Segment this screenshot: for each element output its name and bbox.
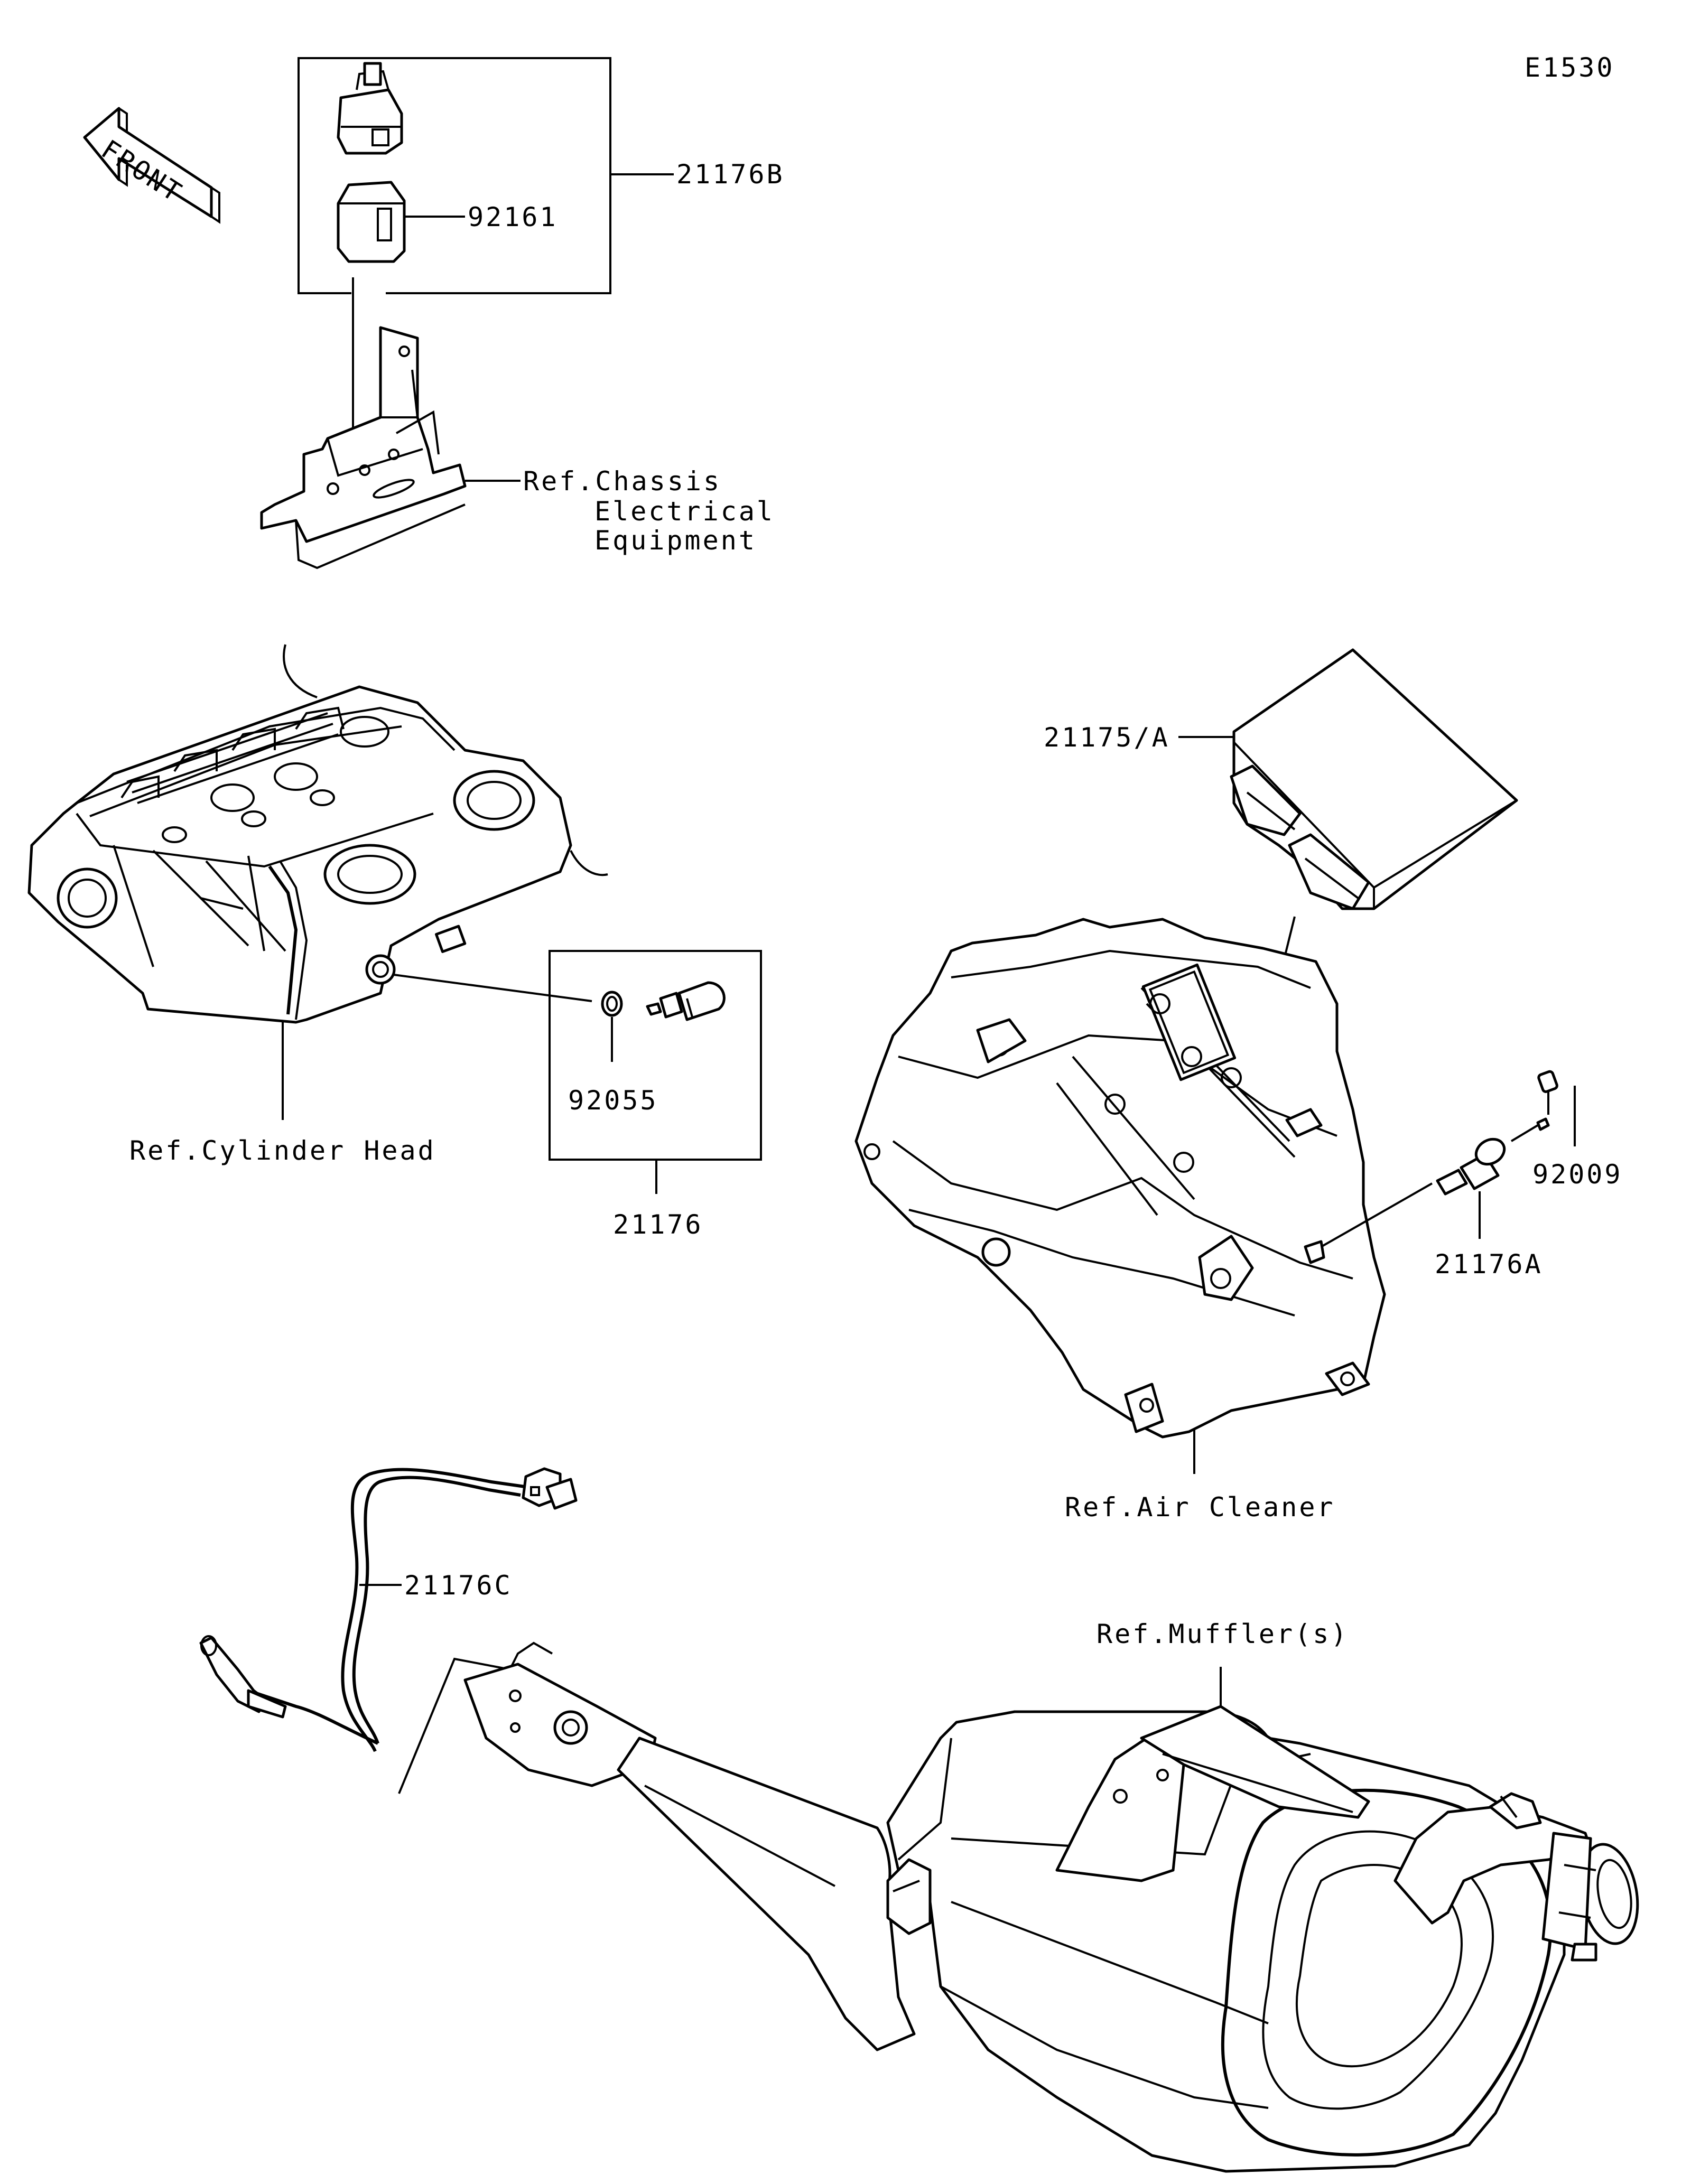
label-21176B: 21176B: [676, 159, 785, 190]
label-92055: 92055: [568, 1085, 658, 1116]
diagram-code: E1530: [1525, 52, 1615, 83]
intake-temp-sensor-part: 21176A: [1321, 1137, 1543, 1280]
label-ref-chassis-3: Equipment: [594, 525, 757, 556]
front-arrow-icon: FRONT: [83, 107, 220, 224]
bolt-92009-part: 92009: [1510, 1070, 1623, 1190]
relay-part: [337, 62, 403, 155]
label-ref-air-cleaner: Ref.Air Cleaner: [1065, 1492, 1335, 1523]
label-21176C: 21176C: [404, 1570, 513, 1601]
label-92161: 92161: [468, 202, 558, 232]
air-cleaner-part: Ref.Air Cleaner: [854, 918, 1386, 1523]
ecu-part: 21175/A: [1044, 648, 1518, 1216]
label-92009: 92009: [1532, 1159, 1623, 1190]
oxygen-sensor-harness-part: 21176C: [199, 1467, 578, 1752]
label-21176: 21176: [613, 1209, 703, 1240]
relay-kit-box: 21176B: [298, 57, 785, 294]
label-21175A: 21175/A: [1044, 722, 1170, 753]
cylinder-head-part: Ref.Cylinder Head: [27, 644, 608, 1166]
label-ref-cylinder-head: Ref.Cylinder Head: [129, 1135, 436, 1166]
label-ref-chassis-2: Electrical: [594, 496, 775, 527]
washer-92055-part: [601, 991, 623, 1017]
label-ref-mufflers: Ref.Muffler(s): [1097, 1619, 1349, 1649]
relay-bracket-part: Ref.Chassis Electrical Equipment: [260, 326, 775, 570]
cam-journals: [120, 706, 389, 843]
label-ref-chassis-1: Ref.Chassis: [523, 466, 721, 497]
sensor-kit-box: 92055 21176: [549, 950, 762, 1240]
temp-sensor-part: [646, 981, 726, 1021]
connector-92161-part: 92161: [337, 181, 558, 263]
label-21176A: 21176A: [1435, 1249, 1543, 1280]
muffler-part: Ref.Muffler(s): [398, 1619, 1639, 2173]
